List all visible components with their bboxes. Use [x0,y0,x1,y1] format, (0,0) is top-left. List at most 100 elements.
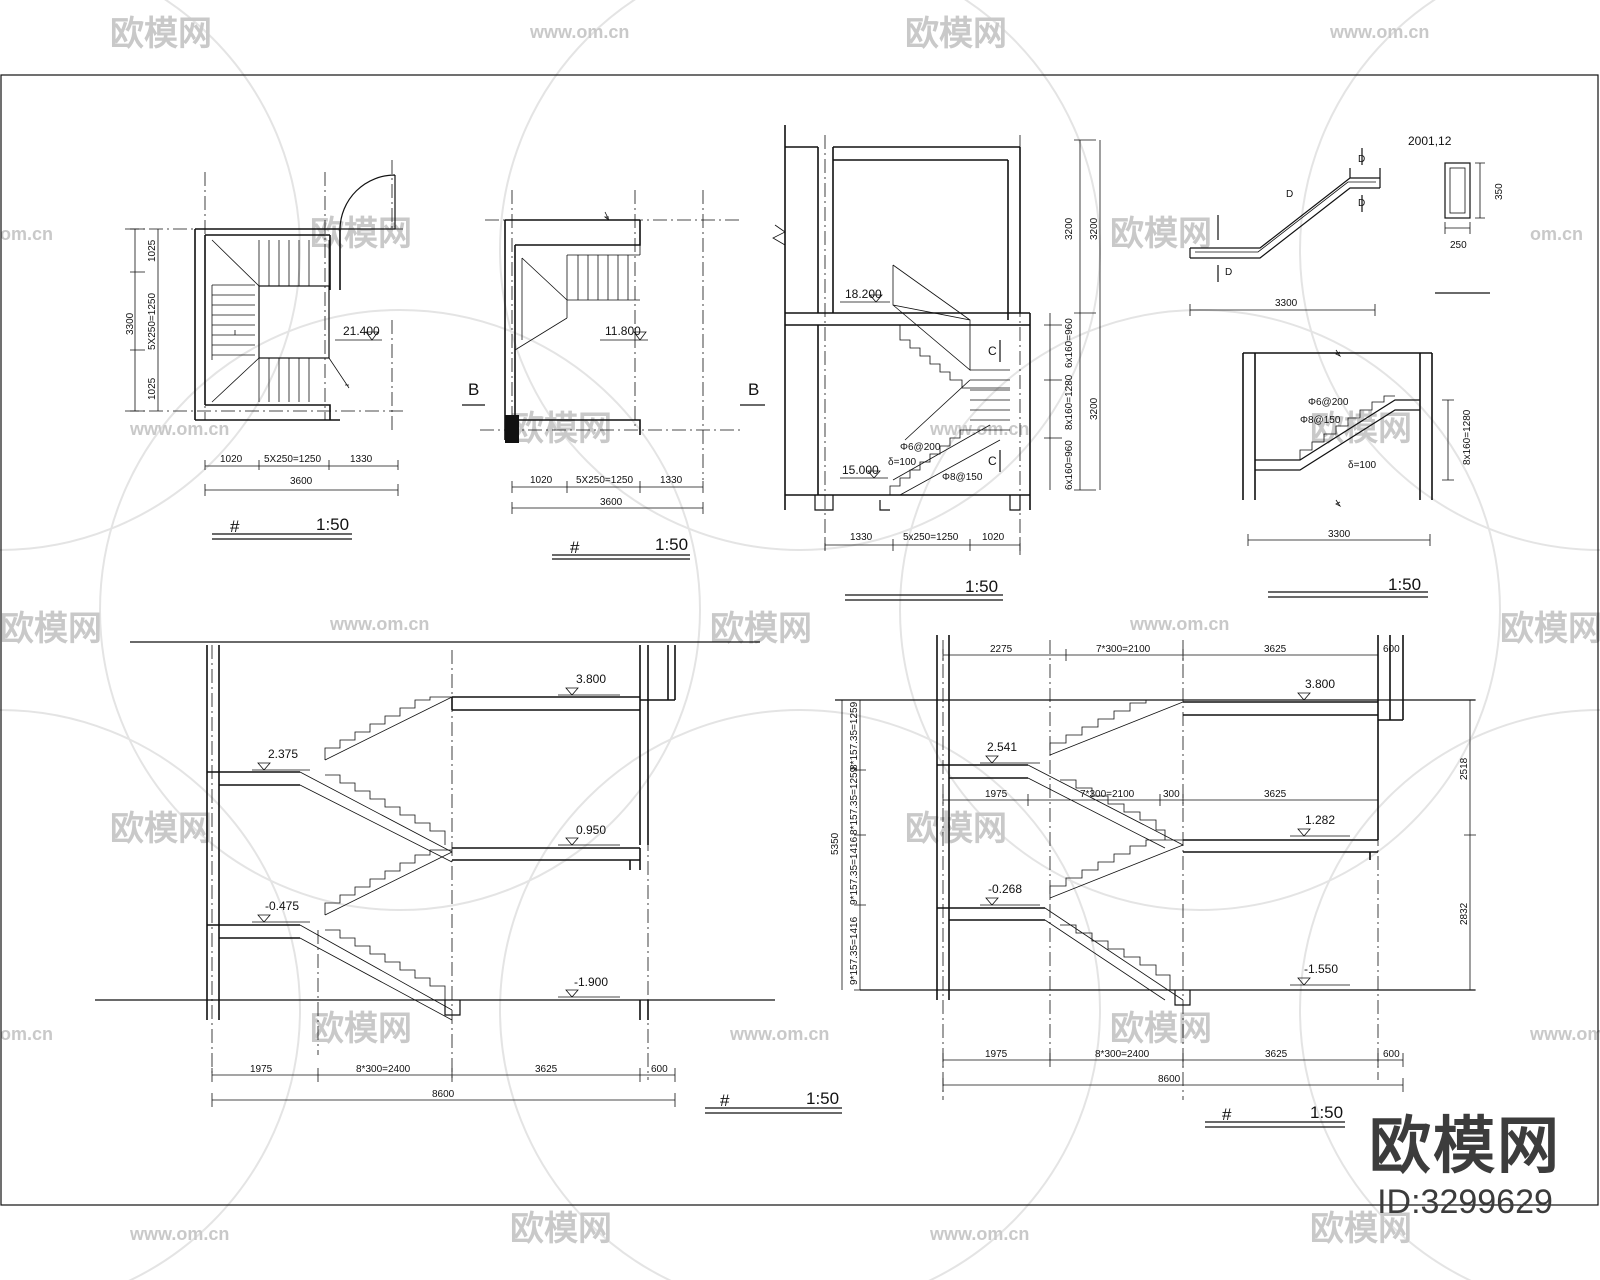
mid-dim-300: 300 [1163,789,1180,800]
watermark-site: www.om.cn [129,419,229,439]
slab-span-3300: 3300 [1328,529,1351,540]
beam-height-350: 350 [1494,183,1505,200]
hdim-3625: 3625 [535,1064,558,1075]
left-dim-1416-bottom: 9*157.35=1416 [849,916,860,985]
watermark-ring [99,309,701,911]
watermark-site: www.om.cn [1529,1024,1600,1044]
watermark-logo: 欧模网 [510,410,612,448]
vdim-8x160: 8x160=1280 [1064,374,1075,430]
cut-mark-c-top: C [988,344,997,358]
section-b-scale: 1:50 [965,577,998,596]
slab-vdim-1280: 8x160=1280 [1462,409,1473,465]
left-dim-1416-mid: 9*157.35=1416 [849,836,860,905]
level-11800: 11.800 [605,324,641,338]
bottom-dim-600: 600 [1383,1049,1400,1060]
left-dim-5350: 5350 [830,832,841,855]
watermark-logo: 欧模网 [905,810,1007,848]
section-mark-b-right: B [748,380,759,399]
slab-scale: 1:50 [1388,575,1421,594]
vdim-3200-b: 3200 [1089,217,1100,240]
watermark-logo: 欧模网 [1310,410,1412,448]
top-dim-2275: 2275 [990,644,1013,655]
beam-detail: D D D D 3300 2001,12 350 250 [1189,134,1505,316]
beam-span-3300: 3300 [1275,298,1298,309]
watermark-site: www.om.cn [729,1024,829,1044]
plan1-title-mark: # [230,517,240,536]
level-minus0268: -0.268 [988,882,1022,896]
stair-section-left: 3.800 2.375 0.950 -0.475 -1.900 1975 8*3… [95,641,842,1114]
level-21400: 21.400 [343,324,380,338]
level-0950: 0.950 [576,823,606,837]
top-dim-600: 600 [1383,644,1400,655]
watermark-logo: 欧模网 [905,15,1007,53]
top-dim-3625: 3625 [1264,644,1287,655]
top-dim-2100: 7*300=2100 [1096,644,1151,655]
watermark-site: www.om.cn [1329,22,1429,42]
watermark-site: www.om.cn [929,1224,1029,1244]
hdim-1020: 1020 [530,475,553,486]
plan2-title-mark: # [570,538,580,557]
stair-plan-1: 21.400 1025 5X250=1250 1025 3300 1020 5X… [125,160,405,540]
level-minus0475: -0.475 [265,899,299,913]
vdim-1250: 5X250=1250 [147,293,158,350]
rebar-phi8-150: Φ8@150 [942,472,983,483]
vdim-6x160-top: 6x160=960 [1064,318,1075,368]
vdim-6x160-bottom: 6x160=960 [1064,440,1075,490]
hdim-3600: 3600 [600,497,623,508]
hdim-1330: 1330 [850,532,873,543]
watermark-ring [0,0,301,551]
watermark-logo: 欧模网 [0,610,102,648]
watermark-site: www.om.cn [1129,614,1229,634]
watermark-site: www.om.cn [529,22,629,42]
watermark-site-short: om.cn [0,1024,53,1044]
left-dim-1259-mid: 8*157.35=1259 [849,766,860,835]
cut-mark-c-bottom: C [988,454,997,468]
section-right-scale: 1:50 [1310,1103,1343,1122]
stair-section-b: 18.200 15.000 Φ6@200 δ=100 Φ8@150 C C 32… [772,125,1101,601]
stair-plan-2: 11.800 B B 1020 5X250=1250 1330 3600 # 1… [462,190,765,560]
watermark-logo: 欧模网 [1110,215,1212,253]
watermark-ring [499,0,1101,551]
hdim-1330: 1330 [660,475,683,486]
right-dim-2518: 2518 [1459,757,1470,780]
vdim-3200-a: 3200 [1064,217,1075,240]
bottom-dim-3625: 3625 [1265,1049,1288,1060]
watermark-site: www.om.cn [929,419,1029,439]
watermark-ring [0,709,301,1280]
cut-d-4: D [1286,189,1293,200]
brand-watermark: 欧模网 ID:3299629 [1350,1112,1580,1222]
watermark-site-short: om.cn [0,224,53,244]
stair-section-right: 3.800 2.541 1.282 -0.268 -1.550 2275 7*3… [830,635,1476,1128]
section-left-scale: 1:50 [806,1089,839,1108]
plan1-scale: 1:50 [316,515,349,534]
watermark-site: www.om.cn [129,1224,229,1244]
slab-rebar-phi8: Φ8@150 [1300,415,1341,426]
level-minus1550: -1.550 [1304,962,1338,976]
section-left-title-mark: # [720,1091,730,1110]
detail-label: 2001,12 [1408,134,1452,148]
mid-dim-3625: 3625 [1264,789,1287,800]
hdim-1250: 5X250=1250 [576,475,633,486]
level-2541: 2.541 [987,740,1017,754]
brand-id-label: ID:3299629 [1377,1183,1553,1221]
watermark-ring [499,709,1101,1280]
watermark-logo: 欧模网 [1500,610,1600,648]
drawing-frame [0,74,1599,1206]
cut-d-1: D [1225,267,1232,278]
vdim-3200-c: 3200 [1089,397,1100,420]
bottom-dim-1975: 1975 [985,1049,1008,1060]
right-dim-2832: 2832 [1459,902,1470,925]
mid-dim-1975: 1975 [985,789,1008,800]
vdim-1025-bottom: 1025 [147,377,158,400]
watermark-site: www.om.cn [329,614,429,634]
plan2-scale: 1:50 [655,535,688,554]
cut-d-3: D [1358,198,1365,209]
hdim-8600: 8600 [432,1089,455,1100]
watermark-site-short: om.cn [1530,224,1583,244]
watermark-logo: 欧模网 [1310,1210,1412,1248]
watermark-ring [1299,0,1600,551]
level-3800: 3.800 [576,672,606,686]
mid-dim-2100: 7*300=2100 [1080,789,1135,800]
